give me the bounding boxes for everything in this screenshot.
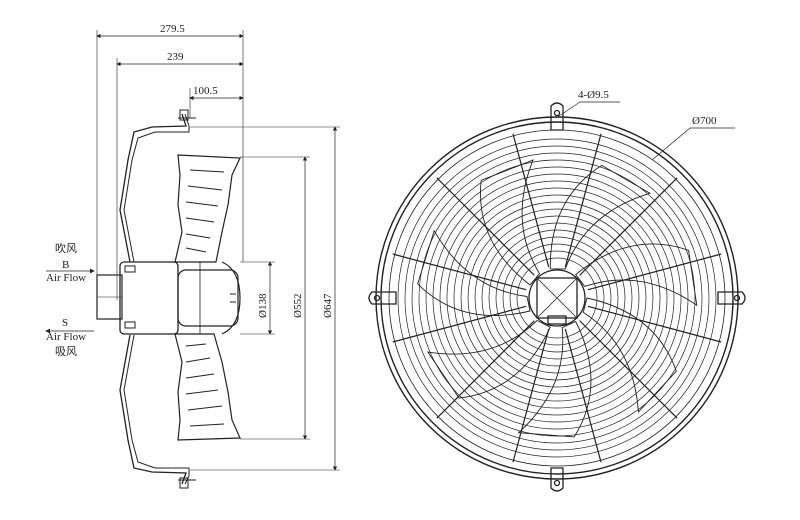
guard-wire-ring <box>453 194 661 402</box>
guard-wire-ring <box>432 173 682 423</box>
guard-spoke <box>512 328 550 463</box>
airflow-blow-letter: B <box>62 259 69 271</box>
airflow-blow-en: Air Flow <box>46 272 86 284</box>
guard-wire-ring <box>404 145 710 451</box>
blade-profile-lower <box>174 333 241 441</box>
guard-spoke <box>579 177 678 276</box>
fan-blade <box>582 297 677 413</box>
guard-wire-ring <box>467 208 647 388</box>
guard-wire-ring <box>474 215 640 381</box>
dim-flange-offset: 100.5 <box>189 85 244 101</box>
guard-wire-ring <box>509 250 605 346</box>
fan-blade <box>417 229 531 316</box>
guard-rim <box>380 121 734 475</box>
fan-blade <box>575 243 698 307</box>
dim-mount-holes-label: 4-Ø9.5 <box>578 89 609 101</box>
dim-overall-depth-label: 279.5 <box>160 23 185 35</box>
airflow-suck-letter: S <box>62 317 68 329</box>
guard-rings <box>375 116 739 480</box>
blade-profile-upper <box>174 154 241 263</box>
guard-spoke <box>436 320 535 419</box>
dim-guard-outer-diameter-label: Ø647 <box>322 293 334 318</box>
dim-guard-depth: 239 <box>116 51 244 67</box>
fan-blade <box>517 320 592 438</box>
fan-blade <box>549 164 652 270</box>
dim-guard-depth-label: 239 <box>167 51 184 63</box>
guard-spoke <box>512 133 550 268</box>
mounting-brackets <box>368 102 746 492</box>
guard-wire-ring <box>439 180 675 416</box>
motor-body <box>119 261 179 335</box>
airflow-blow-label: 吹风 B Air Flow <box>46 242 86 284</box>
guard-spoke <box>587 305 722 343</box>
dim-overall-depth: 279.5 <box>96 23 244 39</box>
motor-hub <box>528 269 586 327</box>
airflow-suck-en: Air Flow <box>46 331 86 343</box>
dim-guard-diameter-label: Ø700 <box>692 115 717 127</box>
airflow-blow-cn: 吹风 <box>55 242 77 255</box>
fan-blade <box>480 159 541 286</box>
guard-wire-ring <box>516 257 598 339</box>
dim-blade-diameter: Ø552 <box>292 156 308 440</box>
guard-wire-ring <box>446 187 668 409</box>
guard-wire-ring <box>460 201 654 395</box>
fan-blades <box>417 159 698 438</box>
dim-mount-holes: 4-Ø9.5 <box>555 89 620 119</box>
guard-spoke <box>587 253 722 291</box>
guard-wire-ring <box>411 152 703 444</box>
front-view: 4-Ø9.5 Ø700 <box>368 89 746 492</box>
guard-wire-ring <box>495 236 619 360</box>
guard-profile <box>119 113 187 485</box>
dim-blade-diameter-label: Ø552 <box>292 294 304 318</box>
guard-wire-ring <box>488 229 626 367</box>
guard-spokes <box>392 133 722 463</box>
dim-guard-outer-diameter: Ø647 <box>322 126 338 471</box>
guard-spoke <box>564 328 602 463</box>
airflow-suck-label: S Air Flow 吸风 <box>46 317 86 358</box>
dim-hub-diameter-label: Ø138 <box>257 293 269 318</box>
dim-guard-diameter: Ø700 <box>651 115 735 161</box>
airflow-suck-cn: 吸风 <box>55 345 77 358</box>
guard-spoke <box>579 320 678 419</box>
guard-wire-ring <box>397 138 717 458</box>
dim-hub-diameter: Ø138 <box>257 261 273 335</box>
side-view: 279.5 239 100.5 <box>45 23 340 489</box>
dim-flange-offset-label: 100.5 <box>193 85 218 97</box>
guard-spoke <box>392 305 527 343</box>
guard-wire-ring <box>502 243 612 353</box>
guard-spoke <box>564 133 602 268</box>
fan-blade <box>426 319 551 399</box>
guard-wire-ring <box>425 166 689 430</box>
guard-spoke <box>392 253 527 291</box>
